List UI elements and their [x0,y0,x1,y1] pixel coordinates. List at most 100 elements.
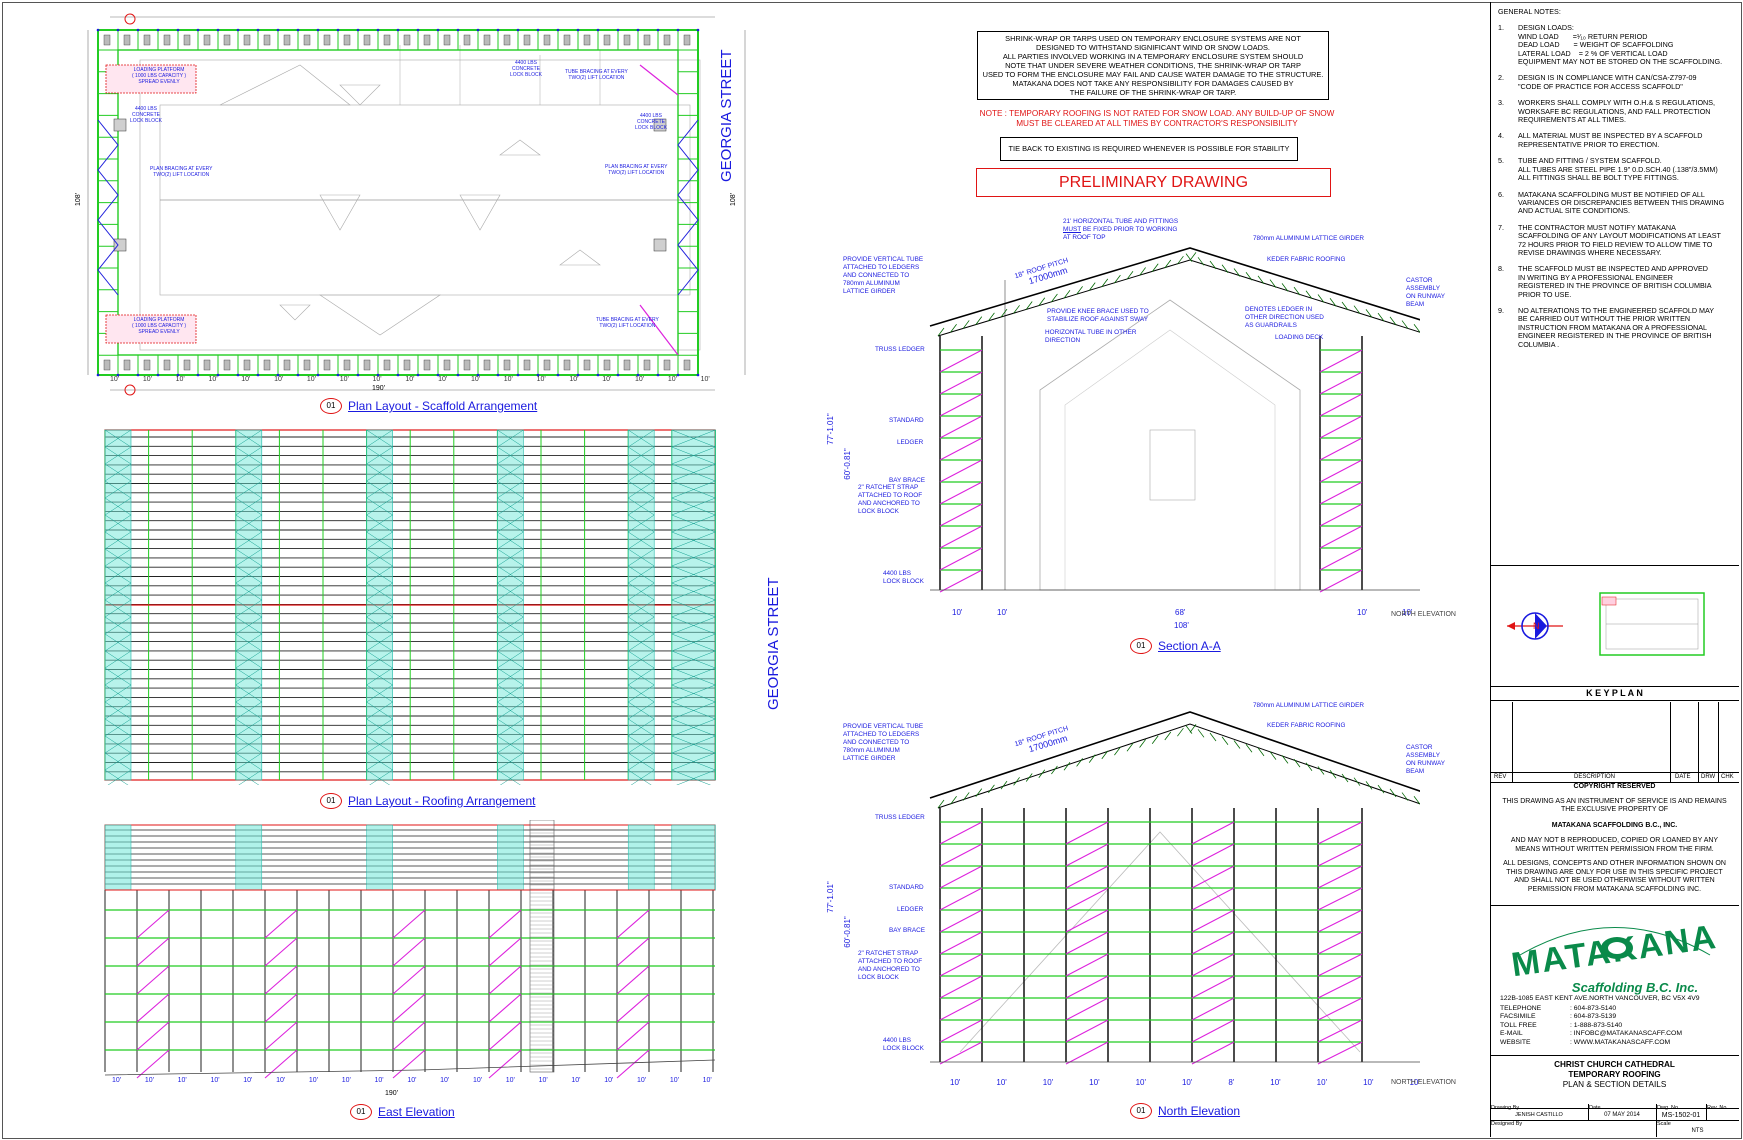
standard-node [396,373,400,377]
section-width-68: 68' [1175,608,1186,617]
contact-block: 122B-1085 EAST KENT AVE.NORTH VANCOUVER,… [1500,995,1735,1048]
standard-node [136,28,140,32]
bay-dimension: 10' [536,376,546,383]
girder-web [1329,297,1337,307]
bay-brace [939,887,983,911]
bay-dimension: 10' [405,376,415,383]
lock-block [103,34,111,46]
bracing-diagonal [497,480,524,499]
bracing-diagonal [628,429,655,448]
lock-block [303,359,311,371]
girder-web [1341,301,1349,311]
girder-web [1257,275,1265,285]
girder-web [1076,758,1083,767]
bay-dimension: 10' [243,1077,253,1084]
bracing-diagonal [366,463,393,482]
bay-brace [1317,887,1363,911]
general-note-number: 8. [1498,264,1504,274]
girder-web [1177,255,1184,265]
girder-web [1139,267,1146,276]
bay-brace [616,993,650,1023]
bay-dimension: 10' [276,1077,286,1084]
lock-block [363,34,371,46]
lock-block [383,359,391,371]
general-note-line: "CODE OF PRACTICE FOR ACCESS SCAFFOLD" [1518,81,1683,91]
bay-brace [1065,909,1109,933]
drawn-by: JENISH CASTILLO [1515,1112,1563,1118]
standard-node [296,373,300,377]
bay-dimension: 10' [950,1078,961,1087]
girder-web [1221,736,1229,746]
north-elevation-drawing [929,711,1420,1065]
bay-brace [939,349,983,373]
general-note-line: LATERAL LOAD = 2 % OF VERTICAL LOAD [1518,48,1668,58]
general-note-line: VARIANCES OR DISCREPANCIES BETWEEN THIS … [1518,197,1725,207]
bay-brace [1317,1019,1363,1043]
standard-node [676,373,680,377]
bay-dimension: 10' [341,1077,351,1084]
standard-node [496,28,500,32]
standard-node [696,373,700,377]
bay-brace [939,931,983,955]
standard-node [176,28,180,32]
general-notes: GENERAL NOTES: 1.DESIGN LOADS:WIND LOAD … [1498,7,1736,357]
street-label-middle: GEORGIA STREET [765,577,782,710]
standard-node [516,373,520,377]
keyplan-thumbnail [1599,592,1705,656]
lock-block [343,359,351,371]
north-ledger-label: LEDGER [897,906,924,913]
standard-node [96,28,100,32]
standard-node [316,373,320,377]
standard-node [156,28,160,32]
lock-block [383,34,391,46]
standard-node [636,28,640,32]
bay-dimension: 10' [241,376,251,383]
north-height-dim-1: 77'-1.01" [825,881,835,913]
lock-block [123,34,131,46]
section-bay-dim-4: 10' [1402,608,1413,617]
lock-block [583,359,591,371]
standard-node [116,28,120,32]
bay-brace [136,1049,170,1079]
bay-brace [1319,437,1363,461]
girder-web [1063,289,1071,299]
bay-brace [616,1021,650,1051]
bay-dimension: 10' [669,1077,679,1084]
general-note-line: WORKERS SHALL COMPLY WITH O.H.& S REGULA… [1518,98,1716,108]
bracing-bay [671,824,716,891]
bay-brace [392,1049,426,1079]
bracing-diagonal [369,769,393,785]
bracing-diagonal [628,480,655,499]
girder-web [1245,743,1253,753]
girder-web [975,788,983,797]
bay-brace [488,965,522,995]
north-lattice-note: 780mm ALUMINUM LATTICE GIRDER [1253,702,1365,709]
concrete-block [113,118,127,132]
bay-brace [264,1021,298,1051]
general-note-item: 3.WORKERS SHALL COMPLY WITH O.H.& S REGU… [1498,98,1736,124]
lock-block [643,34,651,46]
project-title-block: CHRIST CHURCH CATHEDRAL TEMPORARY ROOFIN… [1490,1055,1739,1109]
bracing-diagonal [235,548,262,567]
bay-dimension: 10' [996,1078,1007,1087]
general-note-line: 72 HOURS PRIOR TO FIELD REVIEW TO ALLOW … [1518,239,1713,249]
bay-brace [136,993,170,1023]
contact-value: : 604-873-5140 [1570,1004,1617,1012]
girder-web [1233,268,1241,277]
bracing-diagonal [366,633,393,652]
bay-brace [939,393,983,417]
girder-web [1257,747,1265,757]
standard-node [536,373,540,377]
north-elevation-title: 01 North Elevation [1130,1103,1240,1119]
lock-block [443,34,451,46]
bracing-diagonal [366,701,393,720]
bay-dimension: 10' [571,1077,581,1084]
bay-brace [1065,1019,1109,1043]
bracing-diagonal [671,497,716,516]
north-elevation-tag-section: NORTH ELEVATION [1391,611,1456,618]
bracing-diagonal [366,718,393,737]
lock-block [603,34,611,46]
bay-dimension: 10' [1042,1078,1054,1087]
